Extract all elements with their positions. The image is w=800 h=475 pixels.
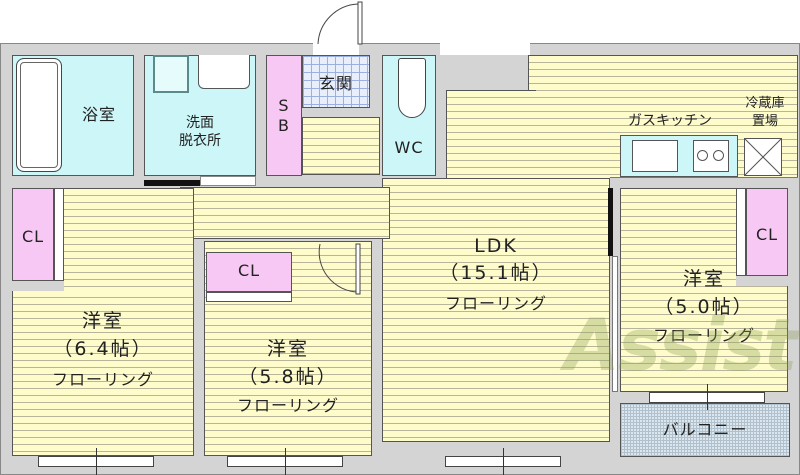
closet-left (12, 188, 54, 281)
washing-machine-icon (153, 55, 189, 93)
shoe-box-label-1: S (278, 96, 290, 115)
ldk-name: LDK (474, 235, 518, 257)
bathtub-icon (16, 58, 62, 172)
room-left-name: 洋室 (81, 310, 124, 332)
exterior-notch (440, 43, 530, 55)
ldk-floor-type: フローリング (444, 294, 547, 313)
closet-right-label: CL (755, 225, 779, 244)
balcony-label: バルコニー (662, 420, 748, 439)
closet-mid (206, 252, 292, 292)
room-right-size: （5.0帖） (654, 296, 754, 318)
closet-right-door[interactable] (736, 188, 746, 276)
window-room-mid-divider (285, 448, 286, 475)
entrance-door-opening[interactable] (313, 43, 359, 55)
room-mid-name: 洋室 (266, 338, 309, 360)
fridge-label-1: 冷蔵庫 (745, 96, 785, 111)
shoe-box-label-2: B (278, 116, 290, 135)
room-right-sliding-door[interactable] (608, 188, 613, 256)
fridge-label-2: 置場 (751, 114, 778, 129)
genkan (302, 55, 370, 108)
genkan-label: 玄関 (318, 74, 353, 93)
window-room-left-divider (96, 448, 97, 475)
ldk-floor-upper-left (446, 90, 536, 185)
room-left (12, 291, 194, 456)
washroom-sliding-door[interactable] (144, 180, 200, 186)
room-right-name: 洋室 (682, 268, 725, 290)
room-right-door-track (612, 256, 618, 392)
closet-left-label: CL (21, 227, 45, 246)
room-left-floor-type: フローリング (51, 370, 154, 389)
ldk-floor (382, 178, 610, 442)
washroom-label-2: 脱衣所 (179, 133, 221, 149)
room-left-floor (64, 188, 194, 293)
closet-mid-label: CL (237, 261, 261, 280)
kitchen-counter-edge (610, 177, 798, 186)
closet-right-wall (736, 276, 788, 286)
room-right-floor-type: フローリング (652, 326, 755, 345)
toilet-label: WC (394, 138, 424, 157)
sink-icon (198, 55, 250, 89)
washroom-door-track (200, 176, 256, 186)
watermark: Assist (564, 303, 797, 387)
room-mid-size: （5.8帖） (238, 366, 338, 388)
closet-left-door[interactable] (54, 188, 64, 281)
kitchen-label: ガスキッチン (628, 113, 712, 129)
room-mid-door-swing-icon (318, 243, 361, 295)
balcony (620, 403, 790, 457)
window-ldk-divider (503, 448, 504, 475)
burner-icon-1 (697, 150, 708, 161)
closet-mid-door[interactable] (206, 292, 292, 302)
ldk-size: （15.1帖） (439, 262, 553, 284)
washroom-label-1: 洗面 (186, 115, 214, 131)
toilet-icon (398, 58, 426, 118)
genkan-floor-step (302, 117, 380, 175)
shoe-box (266, 55, 302, 176)
bathroom-label: 浴室 (81, 105, 116, 124)
kitchen-sink-icon (632, 140, 678, 172)
window-room-right-divider (707, 384, 708, 410)
burner-icon-2 (713, 150, 724, 161)
closet-right (746, 188, 788, 276)
room-mid-floor-type: フローリング (236, 396, 339, 415)
room-left-size: （6.4帖） (53, 338, 153, 360)
hallway-floor (180, 187, 390, 239)
fridge-space-icon (744, 138, 782, 176)
entrance-door-swing-icon (317, 1, 363, 45)
